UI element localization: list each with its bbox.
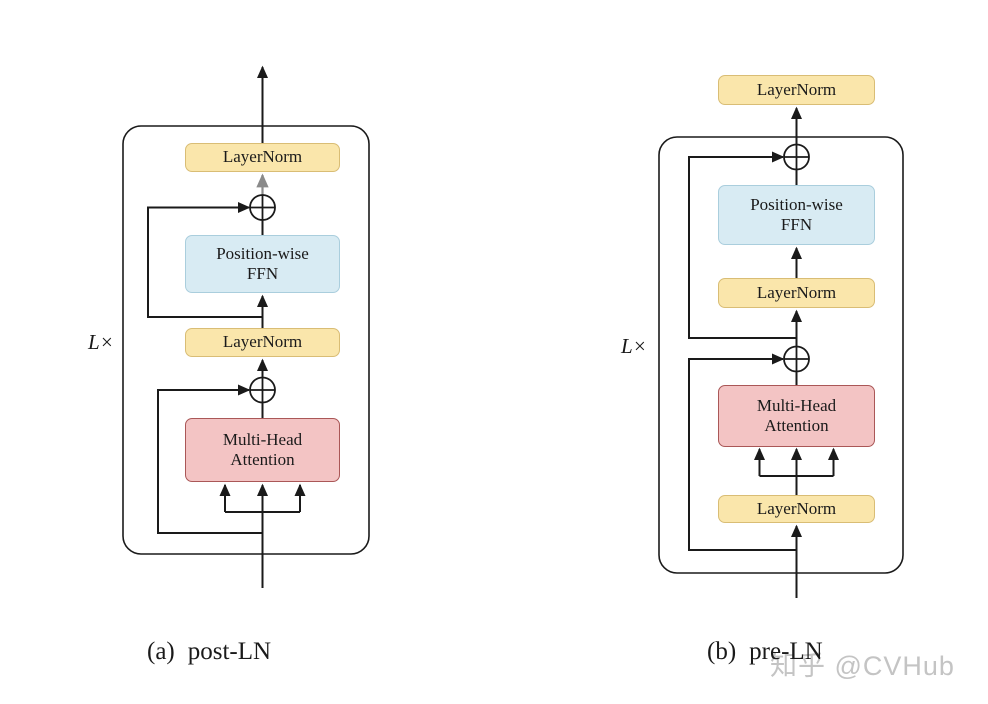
caption-pre-ln-index: (b) [707,638,737,665]
post-ln-loop-frame [122,125,370,555]
pre-ln-mha-residual-skip [688,353,797,551]
post-ln-mha-block: Multi-Head Attention [185,418,340,482]
pre-ln-mha-block: Multi-Head Attention [718,385,875,447]
post-ln-ffn-residual-skip [147,201,263,318]
caption-post-ln: (a) post-LN [147,638,271,666]
post-ln-add1-plus-icon [250,377,275,403]
caption-post-ln-text: post-LN [187,638,272,665]
caption-pre-ln-text: pre-LN [749,638,823,665]
pre-ln-layernorm-in-block: LayerNorm [718,495,875,523]
pre-ln-add2-plus-icon [784,144,809,170]
pre-ln-ffn-residual-skip [688,151,797,339]
pre-ln-ffn-block: Position-wise FFN [718,185,875,245]
watermark-cvhub: 知乎 @CVHub [770,651,955,681]
pre-ln-loop-frame [658,136,904,574]
post-ln-layernorm-top-block: LayerNorm [185,143,340,172]
post-ln-ffn-block: Position-wise FFN [185,235,340,293]
caption-pre-ln: (b) pre-LN [707,638,823,666]
post-ln-mha-residual-skip [157,384,263,534]
pre-ln-layernorm-mid-block: LayerNorm [718,278,875,308]
post-ln-loop-count-label: L× [88,330,114,354]
pre-ln-loop-count-label: L× [621,334,647,358]
pre-ln-layernorm-out-block: LayerNorm [718,75,875,105]
caption-post-ln-index: (a) [147,638,175,665]
post-ln-add2-plus-icon [250,195,275,220]
post-ln-layernorm-mid-block: LayerNorm [185,328,340,357]
pre-ln-add1-plus-icon [784,346,809,372]
